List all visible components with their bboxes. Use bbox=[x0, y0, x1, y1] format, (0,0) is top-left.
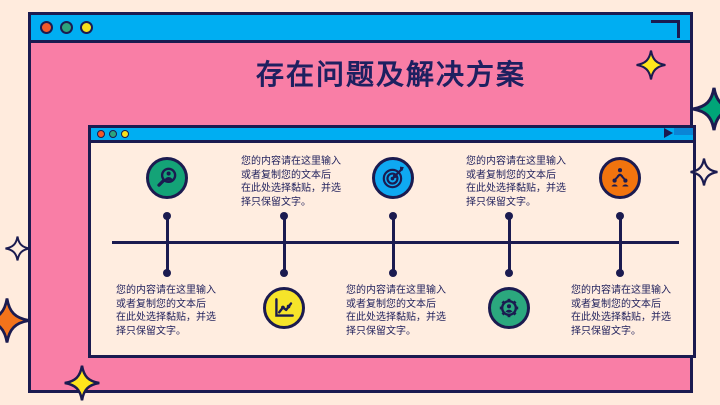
timeline-axis bbox=[112, 241, 679, 244]
placeholder-line: 择只保留文字。 bbox=[116, 325, 186, 337]
card-dot-yellow-icon bbox=[121, 130, 129, 138]
placeholder-text-block: 您的内容请在这里输入 或者复制您的文本后 在此处选择黏贴，并选 择只保留文字。 bbox=[241, 155, 363, 209]
timeline-connector bbox=[280, 212, 288, 277]
placeholder-line: 您的内容请在这里输入 bbox=[571, 285, 671, 296]
placeholder-line: 在此处选择黏贴，并选 bbox=[571, 312, 671, 323]
placeholder-line: 在此处选择黏贴，并选 bbox=[241, 183, 341, 194]
window-titlebar bbox=[31, 15, 690, 43]
card-dot-green-icon bbox=[109, 130, 117, 138]
outline-star-left-icon bbox=[5, 236, 30, 261]
placeholder-line: 择只保留文字。 bbox=[466, 196, 536, 208]
window-dot-yellow-icon bbox=[80, 21, 93, 34]
placeholder-line: 您的内容请在这里输入 bbox=[466, 156, 566, 167]
placeholder-line: 您的内容请在这里输入 bbox=[241, 156, 341, 167]
orange-star-left-icon bbox=[0, 298, 30, 343]
placeholder-line: 或者复制您的文本后 bbox=[571, 298, 661, 310]
placeholder-line: 在此处选择黏贴，并选 bbox=[346, 312, 446, 323]
yellow-star-bottom-icon bbox=[64, 365, 100, 401]
target-arrow-icon bbox=[372, 157, 414, 199]
line-chart-icon bbox=[263, 287, 305, 329]
slide-title: 存在问题及解决方案 bbox=[255, 58, 526, 91]
placeholder-line: 或者复制您的文本后 bbox=[466, 169, 556, 181]
window-dot-green-icon bbox=[60, 21, 73, 34]
placeholder-line: 择只保留文字。 bbox=[241, 196, 311, 208]
placeholder-line: 您的内容请在这里输入 bbox=[346, 285, 446, 296]
card-bar-notch bbox=[674, 128, 693, 135]
placeholder-text-block: 您的内容请在这里输入 或者复制您的文本后 在此处选择黏贴，并选 择只保留文字。 bbox=[346, 284, 468, 338]
content-card: 您的内容请在这里输入 或者复制您的文本后 在此处选择黏贴，并选 择只保留文字。 … bbox=[88, 125, 696, 358]
placeholder-text-block: 您的内容请在这里输入 或者复制您的文本后 在此处选择黏贴，并选 择只保留文字。 bbox=[571, 284, 693, 338]
timeline-connector bbox=[616, 212, 624, 277]
org-chart-icon bbox=[599, 157, 641, 199]
window-dot-orange-icon bbox=[40, 21, 53, 34]
card-dot-orange-icon bbox=[97, 130, 105, 138]
placeholder-line: 择只保留文字。 bbox=[346, 325, 416, 337]
placeholder-line: 或者复制您的文本后 bbox=[241, 169, 331, 181]
placeholder-line: 您的内容请在这里输入 bbox=[116, 285, 216, 296]
browser-window-frame: 存在问题及解决方案 bbox=[28, 12, 696, 393]
placeholder-line: 在此处选择黏贴，并选 bbox=[116, 312, 216, 323]
placeholder-line: 择只保留文字。 bbox=[571, 325, 641, 337]
placeholder-line: 在此处选择黏贴，并选 bbox=[466, 183, 566, 194]
yellow-star-top-right-icon bbox=[636, 50, 666, 80]
gear-user-icon bbox=[488, 287, 530, 329]
timeline-connector bbox=[163, 212, 171, 277]
placeholder-text-block: 您的内容请在这里输入 或者复制您的文本后 在此处选择黏贴，并选 择只保留文字。 bbox=[116, 284, 238, 338]
person-search-icon bbox=[146, 157, 188, 199]
timeline-connector bbox=[389, 212, 397, 277]
corner-bracket-decoration bbox=[651, 20, 680, 38]
placeholder-line: 或者复制您的文本后 bbox=[346, 298, 436, 310]
card-titlebar bbox=[91, 128, 693, 143]
placeholder-line: 或者复制您的文本后 bbox=[116, 298, 206, 310]
green-star-right-icon bbox=[692, 87, 720, 131]
outline-star-right-icon bbox=[690, 158, 718, 186]
timeline-connector bbox=[505, 212, 513, 277]
card-edge-arrow-icon bbox=[664, 128, 673, 138]
placeholder-text-block: 您的内容请在这里输入 或者复制您的文本后 在此处选择黏贴，并选 择只保留文字。 bbox=[466, 155, 588, 209]
